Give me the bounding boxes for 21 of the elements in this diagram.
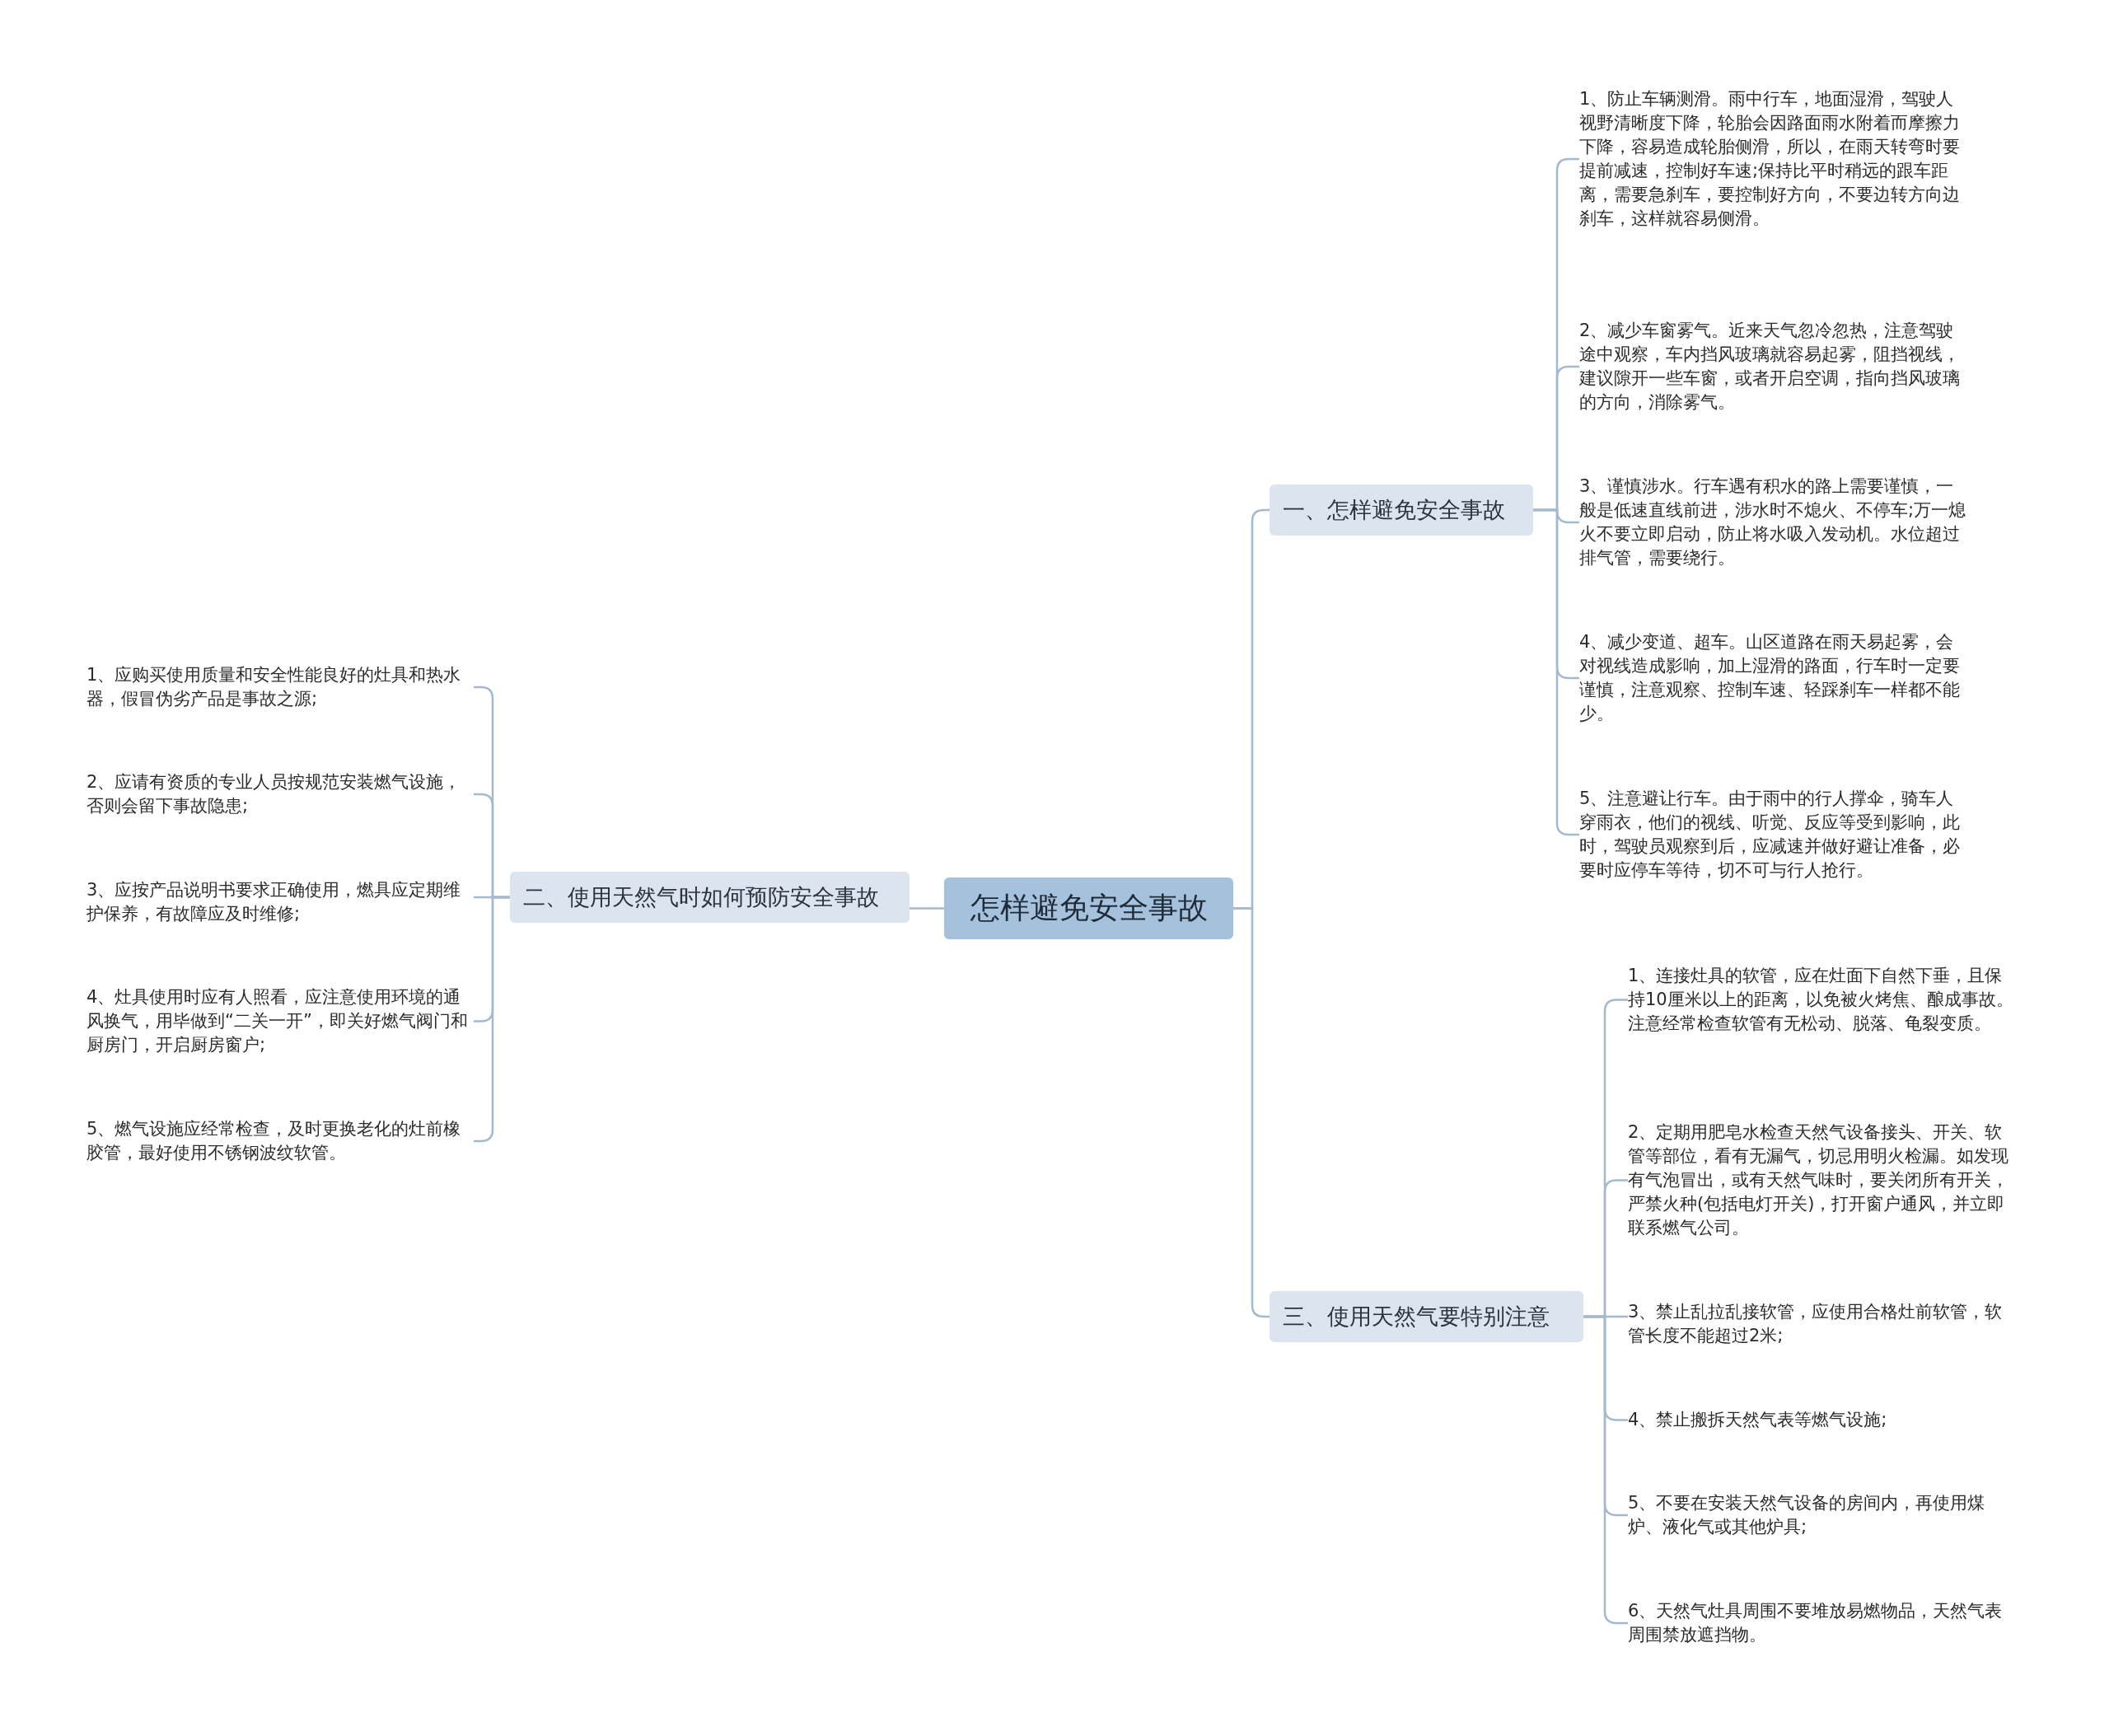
note-text: 3、谨慎涉水。行车遇有积水的路上需要谨慎，一般是低速直线前进，涉水时不熄火、不停车;万一熄火不要立即启动，防止将水吸入发动机。水位超过排气管，需要绕行。 bbox=[1579, 475, 1971, 570]
note-text: 1、防止车辆测滑。雨中行车，地面湿滑，驾驶人视野清晰度下降，轮胎会因路面雨水附着而摩擦力下降，容易造成轮胎侧滑，所以，在雨天转弯时要提前减速，控制好车速;保持比平时稍远的跟车距离，需要急刹车，要控制好方向，不要边转方向边刹车，这样就容易侧滑。 bbox=[1579, 87, 1971, 231]
note-text: 6、天然气灶具周围不要堆放易燃物品，天然气表周围禁放遮挡物。 bbox=[1628, 1599, 2019, 1647]
note-text: 4、减少变道、超车。山区道路在雨天易起雾，会对视线造成影响，加上湿滑的路面，行车时一定要谨慎，注意观察、控制车速、轻踩刹车一样都不能少。 bbox=[1579, 630, 1971, 726]
note-text: 1、连接灶具的软管，应在灶面下自然下垂，且保持10厘米以上的距离，以免被火烤焦、酿成事故。注意经常检查软管有无松动、脱落、龟裂变质。 bbox=[1628, 964, 2019, 1036]
topic-box: 二、使用天然气时如何预防安全事故 bbox=[510, 872, 910, 923]
note-text: 5、燃气设施应经常检查，及时更换老化的灶前橡胶管，最好使用不锈钢波纹软管。 bbox=[87, 1117, 474, 1165]
note-text: 3、禁止乱拉乱接软管，应使用合格灶前软管，软管长度不能超过2米; bbox=[1628, 1300, 2019, 1348]
note-text: 4、禁止搬拆天然气表等燃气设施; bbox=[1628, 1408, 2019, 1432]
connector-line bbox=[910, 907, 944, 910]
note-text: 2、应请有资质的专业人员按规范安装燃气设施，否则会留下事故隐患; bbox=[87, 770, 474, 818]
note-text: 5、注意避让行车。由于雨中的行人撑伞，骑车人穿雨衣，他们的视线、听觉、反应等受到影响，此时，驾驶员观察到后，应减速并做好避让准备，必要时应停车等待，切不可与行人抢行。 bbox=[1579, 787, 1971, 882]
note-text: 5、不要在安装天然气设备的房间内，再使用煤炉、液化气或其他炉具; bbox=[1628, 1491, 2019, 1539]
central-topic-box: 怎样避免安全事故 bbox=[944, 877, 1233, 939]
topic-box: 一、怎样避免安全事故 bbox=[1270, 484, 1533, 536]
note-text: 4、灶具使用时应有人照看，应注意使用环境的通风换气，用毕做到“二关一开”，即关好燃气阀门和厨房门，开启厨房窗户; bbox=[87, 985, 474, 1057]
note-text: 2、定期用肥皂水检查天然气设备接头、开关、软管等部位，看有无漏气，切忌用明火检漏。如发现有气泡冒出，或有天然气味时，要关闭所有开关，严禁火种(包括电灯开关)，打开窗户通风，并立即联系燃气公司。 bbox=[1628, 1121, 2019, 1240]
note-text: 2、减少车窗雾气。近来天气忽冷忽热，注意驾驶途中观察，车内挡风玻璃就容易起雾，阻挡视线，建议隙开一些车窗，或者开启空调，指向挡风玻璃的方向，消除雾气。 bbox=[1579, 319, 1971, 414]
note-text: 1、应购买使用质量和安全性能良好的灶具和热水器，假冒伪劣产品是事故之源; bbox=[87, 663, 474, 711]
topic-box: 三、使用天然气要特别注意 bbox=[1270, 1291, 1583, 1342]
note-text: 3、应按产品说明书要求正确使用，燃具应定期维护保养，有故障应及时维修; bbox=[87, 878, 474, 926]
